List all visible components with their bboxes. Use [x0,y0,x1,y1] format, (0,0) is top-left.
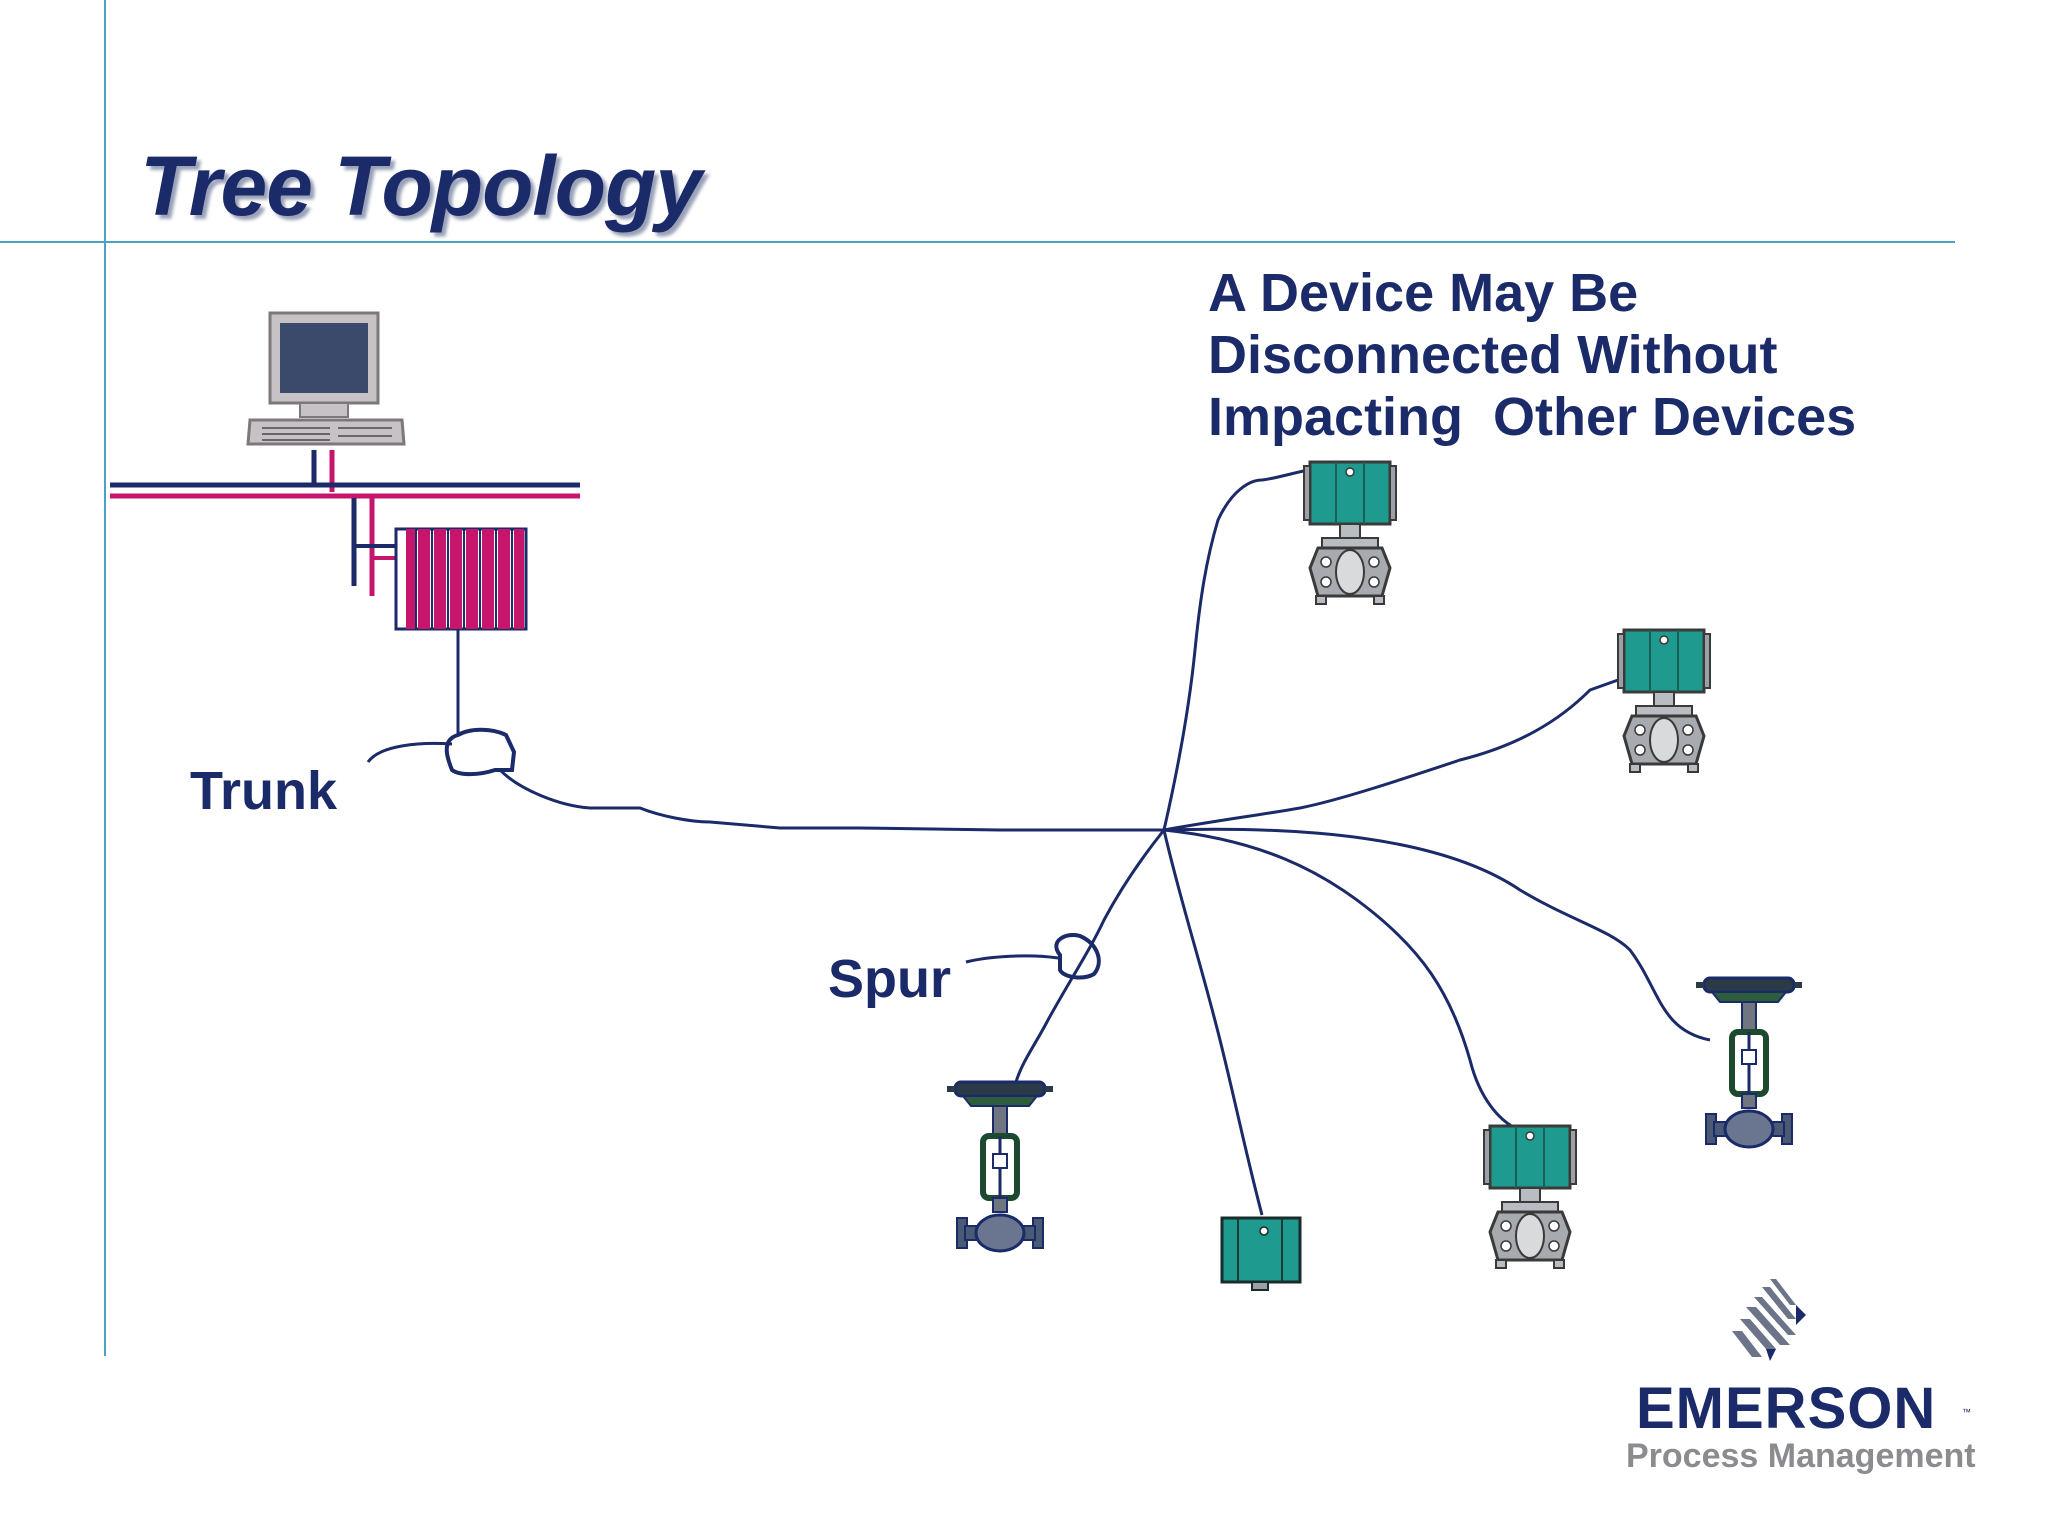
brand-name: EMERSON [1636,1376,1937,1441]
horizontal-rule [0,241,1955,243]
pressure-transmitter-icon [1482,1124,1578,1270]
pressure-transmitter-icon [1616,628,1712,774]
pressure-transmitter-icon [1302,460,1398,606]
control-valve-icon [947,1082,1053,1251]
spur-label: Spur [828,949,952,1009]
brand-trademark: ™ [1962,1407,1971,1417]
callout-text: A Device May Be Disconnected Without Imp… [1208,263,1857,447]
brand-subtitle: Process Management [1626,1437,1976,1475]
vertical-rule [104,0,106,1356]
junction-box-icon [1220,1216,1302,1291]
control-valve-icon [1696,978,1802,1147]
emerson-stripes-icon [1732,1279,1806,1361]
control-network-bus [110,450,580,596]
computer-icon [246,311,406,446]
spur-cables [965,462,1711,1216]
slide-title: Tree Topology [140,139,702,233]
io-rack-icon [394,527,528,631]
trunk-label: Trunk [190,761,338,821]
brand-logo: EMERSON ™ Process Management [1600,1275,1980,1475]
trunk-cable [366,629,1164,832]
